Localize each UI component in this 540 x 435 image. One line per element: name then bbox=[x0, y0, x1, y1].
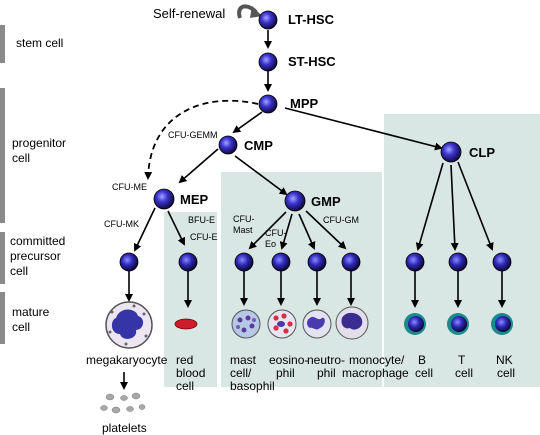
neutrophil-icon bbox=[302, 309, 332, 339]
eosinophil-label: eosino- phil bbox=[269, 353, 312, 380]
red-blood-cell-label: red blood cell bbox=[176, 353, 209, 393]
precursor-eosinophil-cell bbox=[271, 252, 291, 272]
self-renewal-arrowhead bbox=[250, 6, 262, 18]
nk-cell-icon bbox=[491, 313, 513, 335]
stage-label-stem: stem cell bbox=[16, 36, 63, 50]
cfu-gemm-label: CFU-GEMM bbox=[168, 130, 218, 140]
lt-hsc-cell bbox=[258, 10, 278, 30]
bfu-e-label: BFU-E bbox=[188, 215, 215, 225]
mpp-cell bbox=[258, 94, 278, 114]
gmp-label: GMP bbox=[311, 194, 341, 209]
lt-hsc-label: LT-HSC bbox=[288, 12, 335, 27]
cfu-eo-label: CFU- Eo bbox=[265, 228, 289, 249]
stage-label-progenitor: progenitor cell bbox=[12, 136, 69, 165]
b-cell-icon bbox=[404, 313, 426, 335]
st-hsc-cell bbox=[258, 52, 278, 72]
precursor-megakaryocyte-cell bbox=[119, 252, 139, 272]
lymphoid-panel bbox=[384, 114, 540, 387]
cmp-label: CMP bbox=[244, 138, 273, 153]
lineage-arrows bbox=[120, 30, 506, 390]
cmp-cell bbox=[218, 135, 238, 155]
cfu-mast-label: CFU- Mast bbox=[233, 214, 257, 235]
clp-cell bbox=[440, 141, 462, 163]
stage-bar-committed bbox=[0, 232, 5, 284]
monocyte-icon bbox=[335, 306, 369, 340]
stage-bar-progenitor bbox=[0, 88, 5, 223]
megakaryocyte-label: megakaryocyte bbox=[86, 353, 168, 367]
mep-cell bbox=[153, 188, 175, 210]
platelets-icon bbox=[100, 392, 146, 414]
t-cell-icon bbox=[447, 313, 469, 335]
cfu-mk-label: CFU-MK bbox=[104, 219, 139, 229]
precursor-t-cell bbox=[448, 252, 468, 272]
dashed-mpp-to-mep-arrow bbox=[144, 99, 259, 180]
neutrophil-label: neutro- phil bbox=[307, 353, 348, 380]
gmp-cell bbox=[284, 190, 306, 212]
mep-label: MEP bbox=[180, 192, 209, 207]
mast-cell-icon bbox=[231, 309, 261, 339]
precursor-mast-cell bbox=[234, 252, 254, 272]
precursor-monocyte-cell bbox=[341, 252, 361, 272]
b-cell-label: B cell bbox=[415, 353, 433, 380]
megakaryocyte-icon bbox=[105, 301, 153, 349]
mast-cell-label: mast cell/ basophil bbox=[230, 353, 275, 393]
stage-bar-mature bbox=[0, 292, 5, 344]
precursor-neutrophil-cell bbox=[307, 252, 327, 272]
precursor-nk-cell bbox=[492, 252, 512, 272]
red-blood-cell-icon bbox=[174, 318, 198, 330]
cfu-gm-label: CFU-GM bbox=[323, 215, 359, 225]
stage-label-committed: committed precursor cell bbox=[10, 234, 69, 278]
precursor-b-cell bbox=[405, 252, 425, 272]
cfu-me-label: CFU-ME bbox=[112, 182, 147, 192]
self-renewal-label: Self-renewal bbox=[153, 6, 225, 21]
monocyte-label: monocyte/ macrophage bbox=[342, 353, 409, 380]
mpp-label: MPP bbox=[290, 96, 319, 111]
t-cell-label: T cell bbox=[455, 353, 473, 380]
eosinophil-icon bbox=[267, 309, 297, 339]
stage-bar-stem bbox=[0, 25, 5, 63]
erythroid-panel bbox=[164, 212, 217, 387]
platelets-label: platelets bbox=[102, 421, 147, 435]
nk-cell-label: NK cell bbox=[496, 353, 516, 380]
cfu-e-label: CFU-E bbox=[190, 232, 218, 242]
precursor-erythroid-cell bbox=[178, 252, 198, 272]
st-hsc-label: ST-HSC bbox=[288, 54, 336, 69]
clp-label: CLP bbox=[469, 145, 495, 160]
stage-label-mature: mature cell bbox=[12, 305, 53, 334]
